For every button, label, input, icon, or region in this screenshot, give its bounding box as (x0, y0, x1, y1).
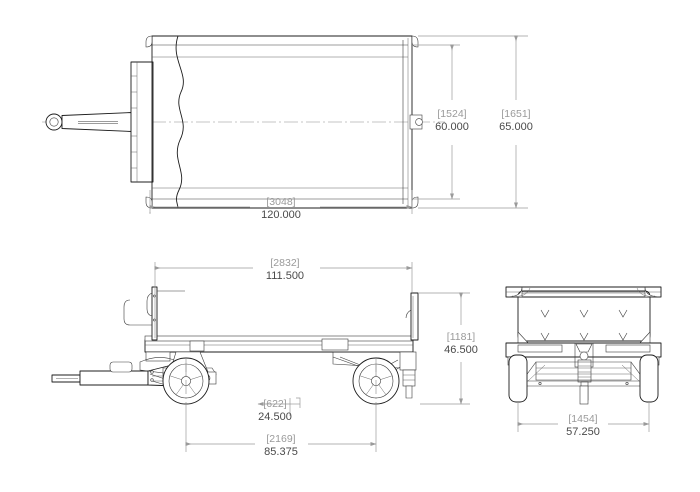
deck-mid-fitting (189, 340, 205, 352)
dim-top-outer-width-metric: [1651] (501, 108, 530, 120)
front-grab-handle (123, 299, 152, 326)
side-view-dimensions: [2832] 111.500 [1181] 46.500 [622] 24.50… (154, 257, 478, 458)
front-corner-arc-left (511, 287, 531, 297)
rear-boss-hole-icon (415, 118, 423, 126)
dim-top-inner-width-imperial: 60.000 (435, 121, 469, 133)
chevron-icon (540, 309, 550, 318)
drawbar-side (79, 370, 149, 386)
spoke (190, 375, 202, 380)
rear-wheel-spokes (360, 364, 392, 395)
deck-front-box (145, 351, 171, 362)
drawbar-top (61, 112, 133, 132)
dim-front-track-width-imperial: 57.250 (566, 426, 600, 438)
deck-top-plate (144, 335, 414, 342)
bolt-icon (150, 378, 154, 382)
spoke (378, 384, 386, 395)
side-view (51, 286, 419, 405)
spoke (176, 384, 184, 395)
axle-brace-inner (527, 364, 640, 382)
rear-suspension-side (332, 351, 417, 399)
headboard-plate (130, 61, 154, 183)
corner-fitting-bl (145, 196, 153, 209)
front-view-wheel-right (639, 354, 659, 403)
top-view (42, 35, 445, 209)
rear-wheel-side (352, 357, 400, 405)
spoke (380, 375, 392, 380)
hitch-eye-inner-icon (49, 117, 59, 127)
front-post-side (123, 286, 185, 341)
deck-beam (144, 339, 414, 353)
spoke (170, 375, 182, 380)
deck-side (144, 335, 414, 362)
front-post (151, 286, 158, 341)
deck-rear-fitting (321, 338, 349, 351)
dim-side-deck-height-metric: [1181] (447, 331, 475, 343)
chevron-icon (618, 332, 628, 341)
dim-side-wheelbase-metric: [2169] (266, 433, 295, 445)
rear-post-side (405, 292, 419, 341)
dim-side-deck-length-metric: [2832] (270, 257, 299, 269)
front-view-dimensions: [1454] 57.250 (517, 402, 650, 438)
front-view (505, 286, 662, 405)
dim-top-overall-length-metric: [3048] (266, 196, 295, 208)
rear-post-bracket (405, 309, 412, 319)
rear-post (410, 292, 419, 341)
tongue-assembly-side (51, 361, 177, 387)
top-view-dimensions: [3048] 120.000 [1524] 60.000 [1651] 65.0… (149, 35, 533, 221)
rear-coupler-pin (405, 385, 413, 399)
chevron-markings (540, 309, 628, 341)
front-wheel-side (162, 357, 210, 405)
rear-hitch-block (399, 351, 417, 371)
front-coupler (574, 342, 594, 401)
front-beam-slot-left (517, 344, 563, 353)
dim-side-axle-offset-imperial: 24.500 (258, 411, 292, 423)
front-corner-left (505, 286, 523, 298)
dim-top-inner-width-metric: [1524] (437, 108, 466, 120)
front-center-post (579, 385, 589, 405)
dim-top-overall-length-imperial: 120.000 (261, 209, 301, 221)
front-beam-slot-right (605, 344, 651, 353)
chevron-icon (579, 332, 589, 341)
dim-side-deck-height-imperial: 46.500 (444, 344, 478, 356)
ext-offset-elbow (296, 397, 301, 408)
headboard-ticks (131, 75, 137, 169)
front-view-wheel-left (508, 354, 528, 403)
dim-side-deck-length-imperial: 111.500 (266, 270, 304, 282)
dim-top-outer-width-imperial: 65.000 (499, 121, 533, 133)
corner-fitting-tr (411, 35, 419, 48)
front-handle-bracket (146, 292, 153, 317)
chevron-icon (540, 332, 550, 341)
rear-fitting-top (409, 114, 423, 130)
coupler-body (577, 359, 592, 383)
corner-fitting-tl (145, 35, 153, 48)
chevron-icon (618, 309, 628, 318)
bolt-icon (150, 370, 154, 374)
headboard-top (130, 61, 154, 183)
dim-side-axle-offset-metric: [622] (263, 398, 286, 410)
coupler-ring-icon (579, 351, 589, 361)
dim-front-track-width-metric: [1454] (568, 413, 597, 425)
front-corner-right (644, 286, 662, 298)
rear-coupler-body (402, 369, 416, 387)
front-corner-arc-right (636, 287, 656, 297)
dim-side-wheelbase-imperial: 85.375 (264, 446, 298, 458)
bolt-icon (538, 381, 542, 385)
spoke (360, 375, 372, 380)
break-line-top (175, 35, 184, 209)
spoke (366, 384, 374, 395)
coupler-funnel (575, 343, 593, 353)
chevron-icon (579, 309, 589, 318)
front-body-shell (517, 290, 651, 342)
spoke (188, 384, 196, 395)
drawbar-cap (109, 361, 133, 373)
body-frame-top (151, 35, 413, 209)
bolt-icon (625, 381, 629, 385)
